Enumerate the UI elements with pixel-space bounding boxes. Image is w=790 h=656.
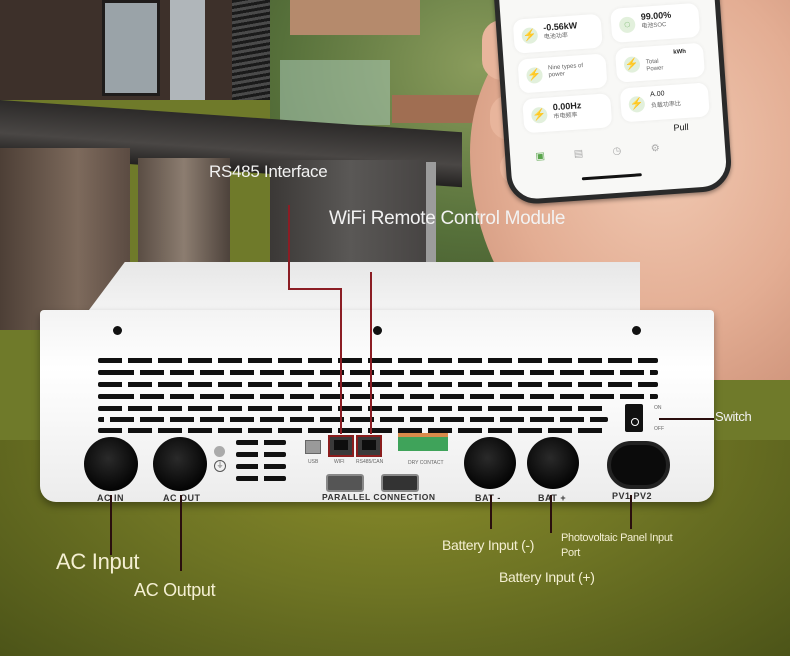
battery-neg-callout: Battery Input (-) xyxy=(442,537,535,553)
rs485-rj45-port xyxy=(356,435,382,457)
rs485-leader-line xyxy=(288,288,342,290)
background-house xyxy=(392,95,482,123)
pv-leader-line xyxy=(630,495,632,529)
pv-callout-line2: Port xyxy=(561,547,580,559)
wifi-port-label: WIFI xyxy=(334,459,345,465)
bat-neg-label: BAT - xyxy=(475,493,501,503)
dry-contact-terminal xyxy=(398,433,448,451)
parallel-connection-label: PARALLEL CONNECTION xyxy=(322,492,436,502)
bat-pos-port xyxy=(527,437,579,489)
ac-input-callout: AC Input xyxy=(56,549,140,574)
switch-leader-line xyxy=(659,418,714,420)
background-glass-railing xyxy=(280,60,390,125)
screw-icon xyxy=(632,326,641,335)
background-house xyxy=(290,0,420,35)
screw-icon xyxy=(113,326,122,335)
ground-screw-icon xyxy=(214,446,225,457)
rs485-callout: RS485 Interface xyxy=(209,162,328,181)
background-window xyxy=(102,0,160,96)
wifi-leader-line xyxy=(370,272,372,434)
usb-port xyxy=(305,440,321,454)
screw-icon xyxy=(373,326,382,335)
ac-output-callout: AC Output xyxy=(134,580,216,600)
bat-pos-label: BAT + xyxy=(538,493,567,503)
parallel-db9-port xyxy=(381,474,419,492)
switch-callout: Switch xyxy=(715,409,752,424)
switch-on-label: ON xyxy=(654,405,662,411)
ground-icon: ⏚ xyxy=(214,460,226,472)
ac-in-port xyxy=(84,437,138,491)
background-louvre xyxy=(232,0,270,100)
background-window xyxy=(170,0,205,100)
pv-input-port xyxy=(607,441,670,489)
switch-off-label: OFF xyxy=(654,426,664,432)
ac-input-leader-line xyxy=(110,495,112,555)
background-post xyxy=(426,162,436,332)
dry-contact-label: DRY CONTACT xyxy=(408,460,444,466)
battery-pos-leader-line xyxy=(550,495,552,533)
wifi-callout: WiFi Remote Control Module xyxy=(329,208,566,229)
rs485-port-label: RS485/CAN xyxy=(356,459,384,465)
battery-pos-callout: Battery Input (+) xyxy=(499,569,595,585)
power-switch[interactable] xyxy=(625,404,643,432)
pv-callout: Photovoltaic Panel Input xyxy=(561,532,673,544)
wifi-rj45-port xyxy=(328,435,354,457)
rs485-leader-line xyxy=(288,205,290,289)
usb-label: USB xyxy=(308,459,319,465)
ac-out-port xyxy=(153,437,207,491)
ac-output-leader-line xyxy=(180,495,182,571)
battery-neg-leader-line xyxy=(490,495,492,529)
parallel-db9-port xyxy=(326,474,364,492)
pv-label: PV1 PV2 xyxy=(612,491,653,501)
rs485-leader-line xyxy=(340,288,342,434)
bat-neg-port xyxy=(464,437,516,489)
